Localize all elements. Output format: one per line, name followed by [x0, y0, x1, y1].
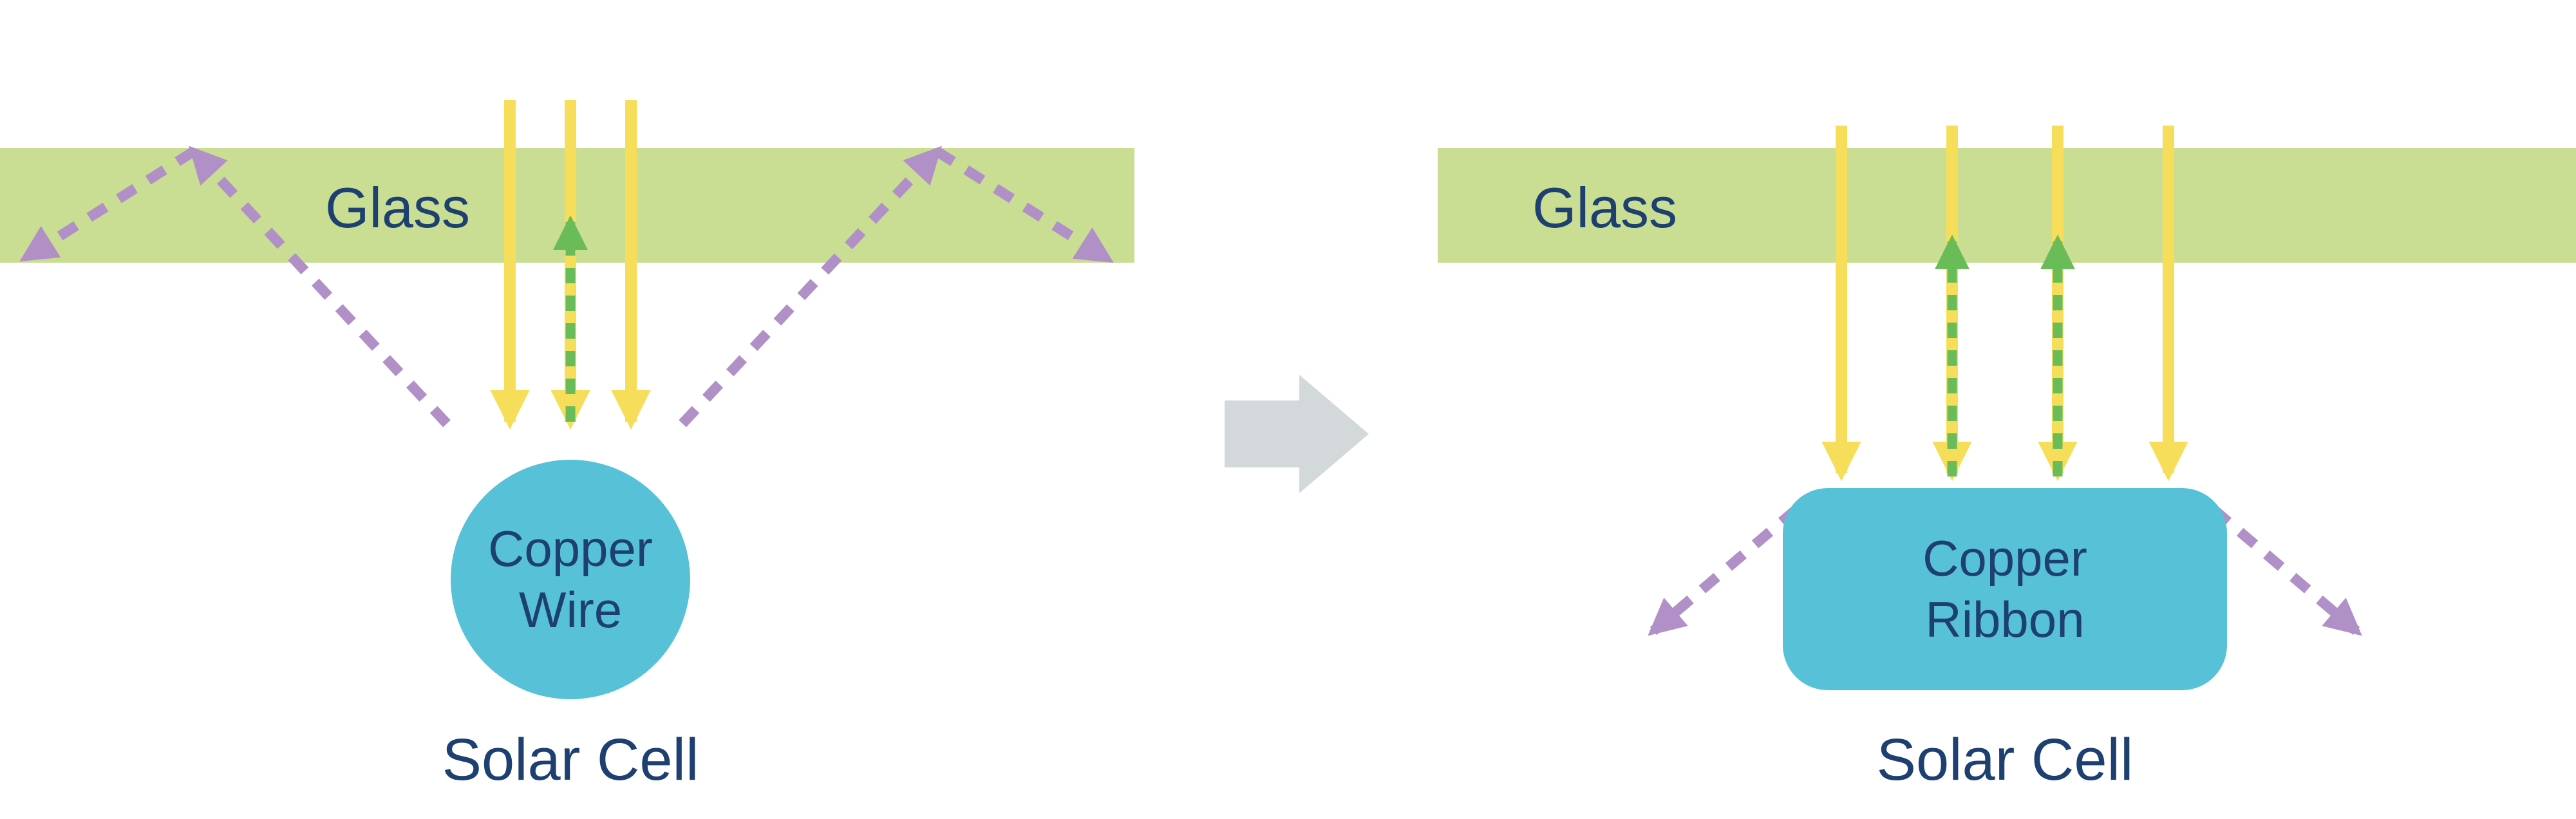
solar-cell-label-left: Solar Cell — [442, 727, 699, 793]
copper-ribbon-label: Copper Ribbon — [1923, 528, 2087, 650]
transition-arrow-icon — [1225, 375, 1369, 493]
lost-light-arrow — [19, 147, 197, 262]
glass-label-right: Glass — [1532, 176, 1677, 240]
copper-ribbon-label-line1: Copper — [1923, 529, 2087, 587]
copper-wire-label: Copper Wire — [488, 518, 653, 641]
lost-light-arrows-right — [1648, 505, 2362, 636]
lost-light-arrow — [189, 146, 451, 428]
lost-light-arrow — [1648, 505, 1800, 636]
copper-ribbon-shape: Copper Ribbon — [1783, 488, 2227, 690]
solar-cell-label-right: Solar Cell — [1876, 727, 2134, 793]
lost-light-arrow — [679, 146, 942, 428]
copper-wire-label-line2: Wire — [518, 581, 623, 638]
copper-wire-label-line1: Copper — [488, 520, 653, 577]
glass-label-left: Glass — [325, 176, 470, 240]
sunlight-arrows-right — [1821, 126, 2188, 482]
copper-wire-shape: Copper Wire — [451, 460, 690, 699]
lost-light-arrow — [2210, 505, 2362, 636]
sunlight-arrows-left — [490, 100, 651, 430]
recaptured-light-arrows-right — [1935, 234, 2075, 476]
glass-panel-right — [1438, 148, 2576, 263]
lost-light-arrow — [934, 147, 1114, 263]
copper-ribbon-label-line2: Ribbon — [1925, 591, 2085, 648]
lost-light-arrows-left — [19, 146, 1114, 428]
